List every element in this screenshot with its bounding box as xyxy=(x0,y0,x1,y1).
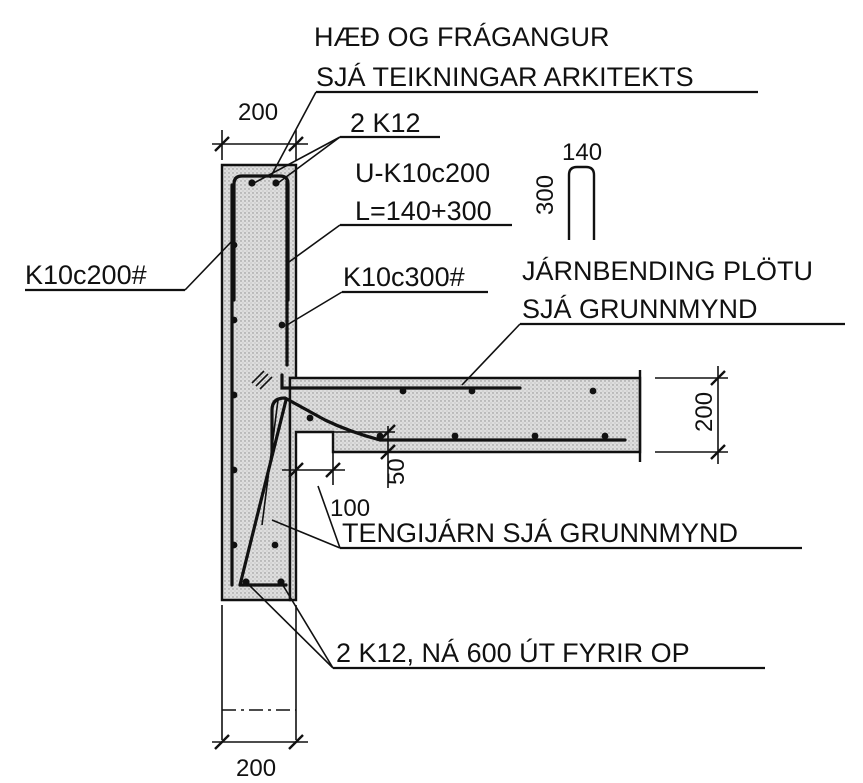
dimension-lines xyxy=(212,130,728,750)
bar-dot xyxy=(589,387,597,395)
bar-dot xyxy=(248,179,256,187)
u-bar-width-dim: 140 xyxy=(562,139,602,166)
bar-dot xyxy=(399,387,407,395)
tie-bars-label: TENGIJÁRN SJÁ GRUNNMYND xyxy=(342,518,738,548)
bar-dot xyxy=(468,387,476,395)
diagonal-tie-bar-2 xyxy=(261,399,279,526)
bar-dot xyxy=(531,432,539,440)
u-bar-top xyxy=(232,174,290,302)
bar-dot xyxy=(278,321,286,329)
text-labels: HÆÐ OG FRÁGANGUR SJÁ TEIKNINGAR ARKITEKT… xyxy=(25,22,813,782)
leader-lines xyxy=(25,90,845,670)
bar-dot xyxy=(230,391,238,399)
inner-mesh-label: K10c300# xyxy=(343,262,465,292)
slab-rebar-label-line1: JÁRNBENDING PLÖTU xyxy=(522,256,813,286)
outer-mesh-label: K10c200# xyxy=(25,260,147,290)
top-bars-label: 2 K12 xyxy=(350,108,421,138)
reinforcement xyxy=(230,174,627,587)
notch-depth-dim: 50 xyxy=(383,458,410,485)
u-bar-height-dim: 300 xyxy=(532,175,559,215)
notch-width-dim: 100 xyxy=(330,495,370,522)
u-bar-pictogram xyxy=(567,165,596,240)
slab-thickness-dim: 200 xyxy=(691,392,718,432)
slab-rebar-label-line2: SJÁ GRUNNMYND xyxy=(522,294,758,324)
bar-dot xyxy=(230,316,238,324)
bar-dot xyxy=(230,241,238,249)
bar-dot xyxy=(601,432,609,440)
slab-top-bar xyxy=(280,373,522,390)
bar-dot xyxy=(230,466,238,474)
title-line2: SJÁ TEIKNINGAR ARKITEKTS xyxy=(316,62,694,92)
bar-dot xyxy=(451,432,459,440)
tie-bar xyxy=(270,396,382,457)
bar-dot xyxy=(230,541,238,549)
bar-dot xyxy=(306,414,314,422)
bottom-bars-label: 2 K12, NÁ 600 ÚT FYRIR OP xyxy=(336,637,690,668)
wall-bottom-width-dim: 200 xyxy=(236,755,276,782)
wall-top-width-dim: 200 xyxy=(238,99,278,126)
slab-section xyxy=(288,376,642,602)
u-bar-label-line2: L=140+300 xyxy=(355,196,492,226)
bar-dot xyxy=(272,179,280,187)
u-bar-label-line1: U-K10c200 xyxy=(355,158,490,188)
bar-dot xyxy=(271,541,279,549)
diagonal-tie-bar xyxy=(238,398,288,587)
title-line1: HÆÐ OG FRÁGANGUR xyxy=(314,22,610,52)
